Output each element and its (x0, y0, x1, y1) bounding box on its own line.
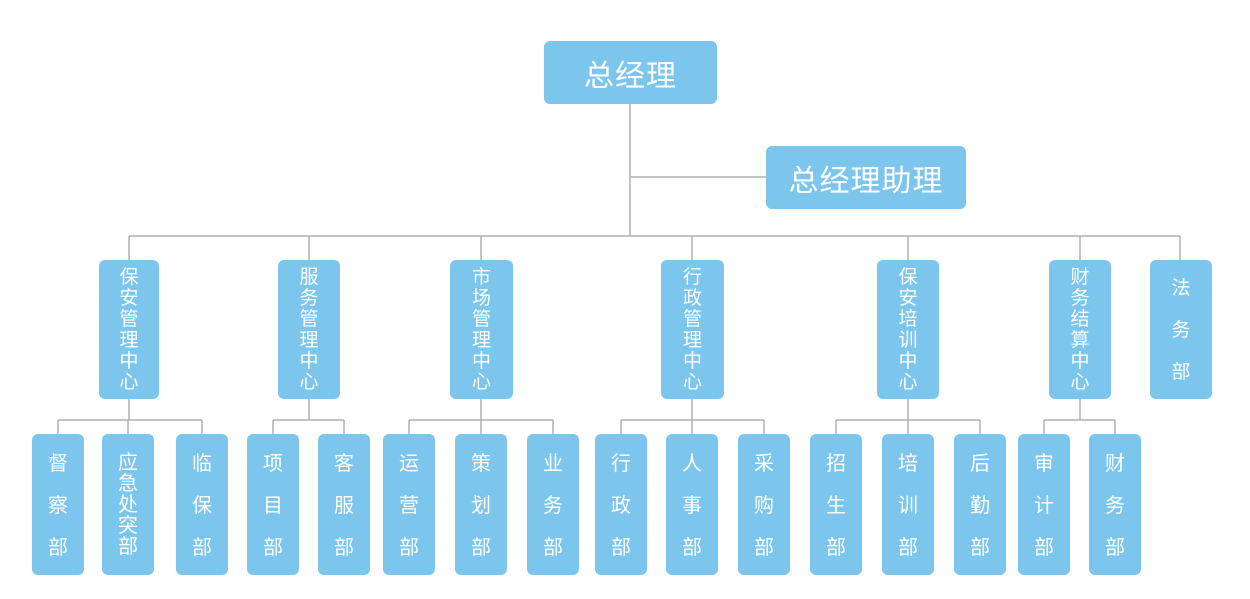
dept-label: 业务部 (543, 450, 563, 559)
dept-label: 策划部 (471, 450, 491, 559)
dept-label: 应急处突部 (118, 450, 138, 558)
center-label: 保安培训中心 (898, 265, 918, 393)
dept-box: 人事部 (666, 434, 718, 575)
center-label: 市场管理中心 (471, 265, 491, 393)
dept-label: 培训部 (898, 450, 918, 559)
dept-box: 督察部 (32, 434, 84, 575)
center-label: 保安管理中心 (119, 265, 139, 393)
center-box-market: 市场管理中心 (450, 260, 513, 399)
dept-box: 财务部 (1089, 434, 1141, 575)
assistant-label: 总经理助理 (788, 163, 944, 199)
dept-box: 应急处突部 (102, 434, 154, 575)
dept-box: 临保部 (176, 434, 228, 575)
dept-box: 培训部 (882, 434, 934, 575)
center-label: 法务部 (1171, 276, 1191, 383)
dept-box: 业务部 (527, 434, 579, 575)
dept-label: 审计部 (1034, 450, 1054, 559)
dept-label: 客服部 (334, 450, 354, 559)
general-manager-label: 总经理 (584, 58, 677, 94)
dept-box: 策划部 (455, 434, 507, 575)
dept-label: 项目部 (263, 450, 283, 559)
dept-label: 后勤部 (970, 450, 990, 559)
center-label: 财务结算中心 (1070, 265, 1090, 393)
assistant-box: 总经理助理 (766, 146, 966, 209)
center-box-security: 保安管理中心 (99, 260, 159, 399)
center-box-legal: 法务部 (1150, 260, 1212, 399)
dept-label: 临保部 (192, 450, 212, 559)
center-label: 行政管理中心 (682, 265, 702, 393)
center-box-finance: 财务结算中心 (1049, 260, 1111, 399)
general-manager-box: 总经理 (544, 41, 717, 104)
dept-box: 招生部 (810, 434, 862, 575)
dept-box: 客服部 (318, 434, 370, 575)
dept-box: 采购部 (738, 434, 790, 575)
center-box-admin: 行政管理中心 (661, 260, 724, 399)
dept-label: 采购部 (754, 450, 774, 559)
center-box-service: 服务管理中心 (278, 260, 340, 399)
dept-label: 招生部 (826, 450, 846, 559)
center-box-training: 保安培训中心 (877, 260, 939, 399)
dept-label: 行政部 (611, 450, 631, 559)
dept-box: 审计部 (1018, 434, 1070, 575)
dept-box: 行政部 (595, 434, 647, 575)
dept-label: 运营部 (399, 450, 419, 559)
dept-label: 人事部 (682, 450, 702, 559)
dept-box: 后勤部 (954, 434, 1006, 575)
dept-box: 项目部 (247, 434, 299, 575)
dept-label: 财务部 (1105, 450, 1125, 559)
center-label: 服务管理中心 (299, 265, 319, 393)
dept-label: 督察部 (48, 450, 68, 559)
dept-box: 运营部 (383, 434, 435, 575)
